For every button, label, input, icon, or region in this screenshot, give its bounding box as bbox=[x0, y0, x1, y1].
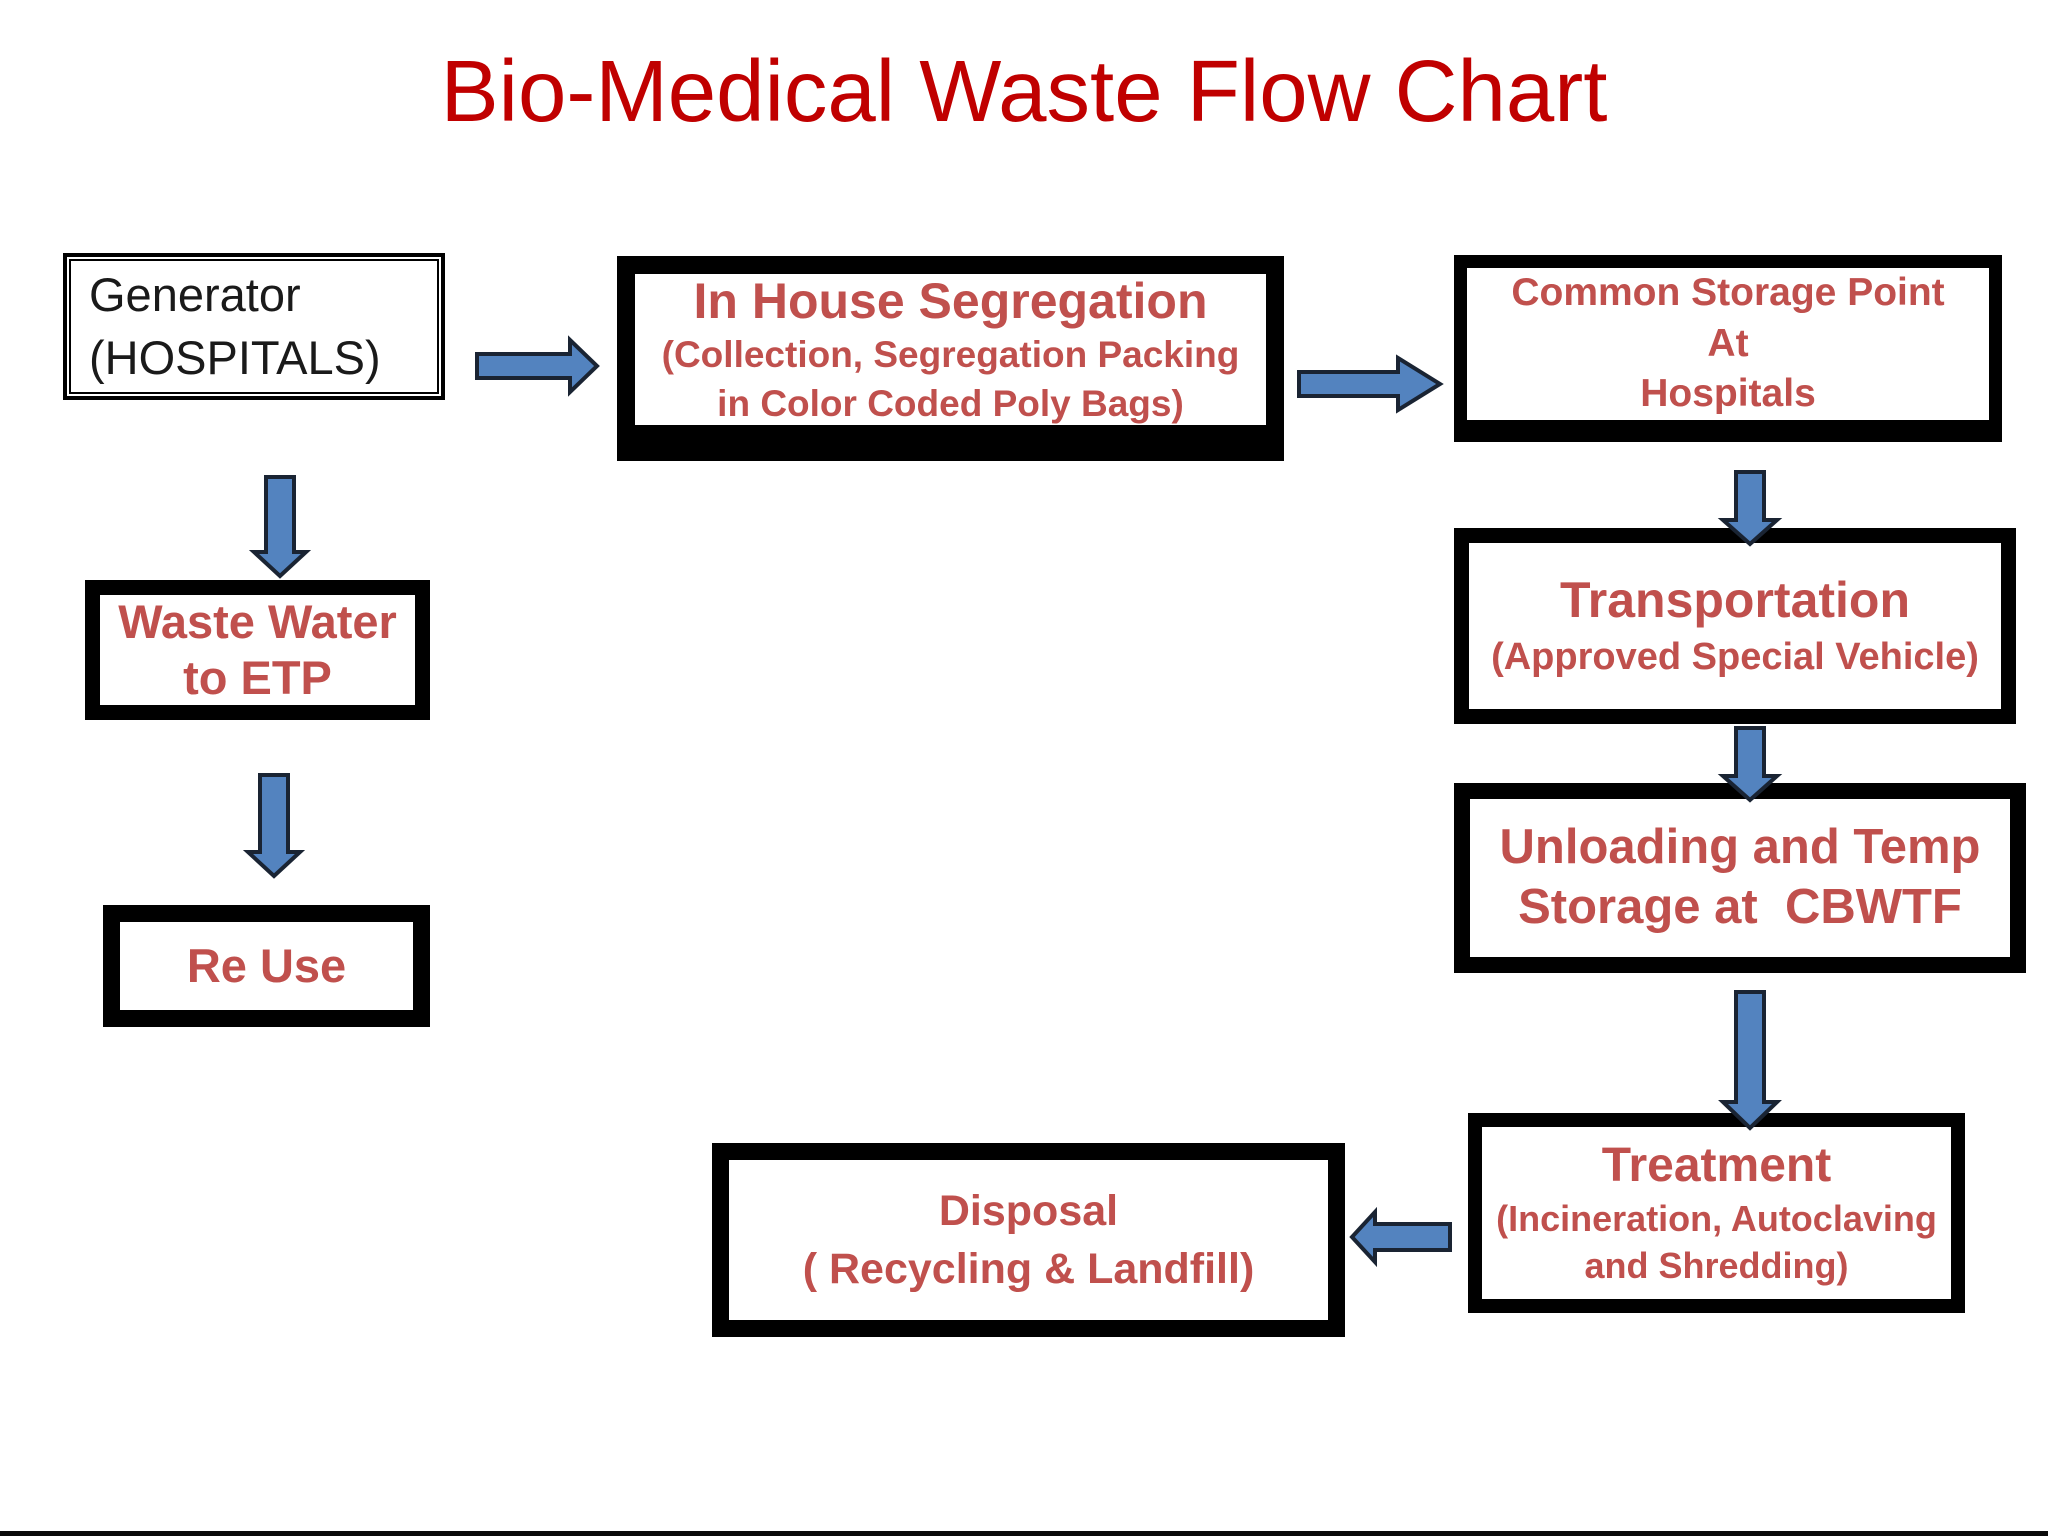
node-common-storage-point: Common Storage Point At Hospitals bbox=[1454, 255, 2002, 442]
node-waste-water-to-etp: Waste Water to ETP bbox=[85, 580, 430, 720]
node-text-line: Waste Water bbox=[118, 594, 397, 648]
arrow-down-icon-transportation-to-unloading bbox=[1717, 726, 1783, 803]
node-text-line: to ETP bbox=[183, 651, 332, 704]
node-text-line: Transportation bbox=[1559, 572, 1911, 629]
node-text-line: In House Segregation bbox=[693, 273, 1208, 330]
node-in-house-segregation: In House Segregation (Collection, Segreg… bbox=[617, 256, 1284, 461]
node-text-line: Common Storage Point bbox=[1511, 270, 1945, 314]
arrow-right-icon-generator-to-inhouse bbox=[475, 335, 600, 397]
node-text-line: At bbox=[1707, 321, 1749, 365]
node-text-line: Unloading and Temp bbox=[1499, 820, 1981, 875]
node-text-line: Re Use bbox=[186, 938, 347, 992]
node-text-line: Treatment bbox=[1601, 1139, 1832, 1193]
node-disposal-recycling-landfill: Disposal ( Recycling & Landfill) bbox=[712, 1143, 1345, 1337]
node-text-line: Generator bbox=[89, 268, 301, 321]
arrow-down-icon-common-storage-to-transportation bbox=[1717, 470, 1783, 547]
node-text-line: (Approved Special Vehicle) bbox=[1491, 635, 1979, 678]
node-treatment: Treatment (Incineration, Autoclaving and… bbox=[1468, 1113, 1965, 1313]
node-text-line: Hospitals bbox=[1640, 372, 1816, 416]
node-text-line: ( Recycling & Landfill) bbox=[802, 1245, 1255, 1293]
node-generator-hospitals: Generator (HOSPITALS) bbox=[63, 253, 445, 400]
node-re-use: Re Use bbox=[103, 905, 430, 1027]
bottom-edge-bar bbox=[0, 1531, 2048, 1536]
node-text-line: (HOSPITALS) bbox=[89, 330, 381, 384]
page-title: Bio-Medical Waste Flow Chart bbox=[440, 43, 1608, 140]
node-transportation: Transportation (Approved Special Vehicle… bbox=[1454, 528, 2016, 724]
arrow-left-icon-treatment-to-disposal bbox=[1349, 1206, 1452, 1268]
arrow-down-icon-unloading-to-treatment bbox=[1718, 990, 1782, 1131]
node-text-line: (Collection, Segregation Packing bbox=[661, 334, 1240, 376]
arrow-down-icon-generator-to-wastewater bbox=[248, 475, 312, 579]
node-text-line: and Shredding) bbox=[1584, 1245, 1849, 1286]
node-text-line: Storage at CBWTF bbox=[1518, 880, 1962, 934]
node-text-line: in Color Coded Poly Bags) bbox=[717, 382, 1184, 424]
arrow-right-icon-inhouse-to-common-storage bbox=[1297, 354, 1444, 414]
node-text-line: Disposal bbox=[938, 1186, 1119, 1235]
node-text-line: (Incineration, Autoclaving bbox=[1496, 1198, 1937, 1240]
node-unloading-temp-storage-cbwtf: Unloading and Temp Storage at CBWTF bbox=[1454, 783, 2026, 973]
arrow-down-icon-wastewater-to-reuse bbox=[242, 773, 306, 879]
